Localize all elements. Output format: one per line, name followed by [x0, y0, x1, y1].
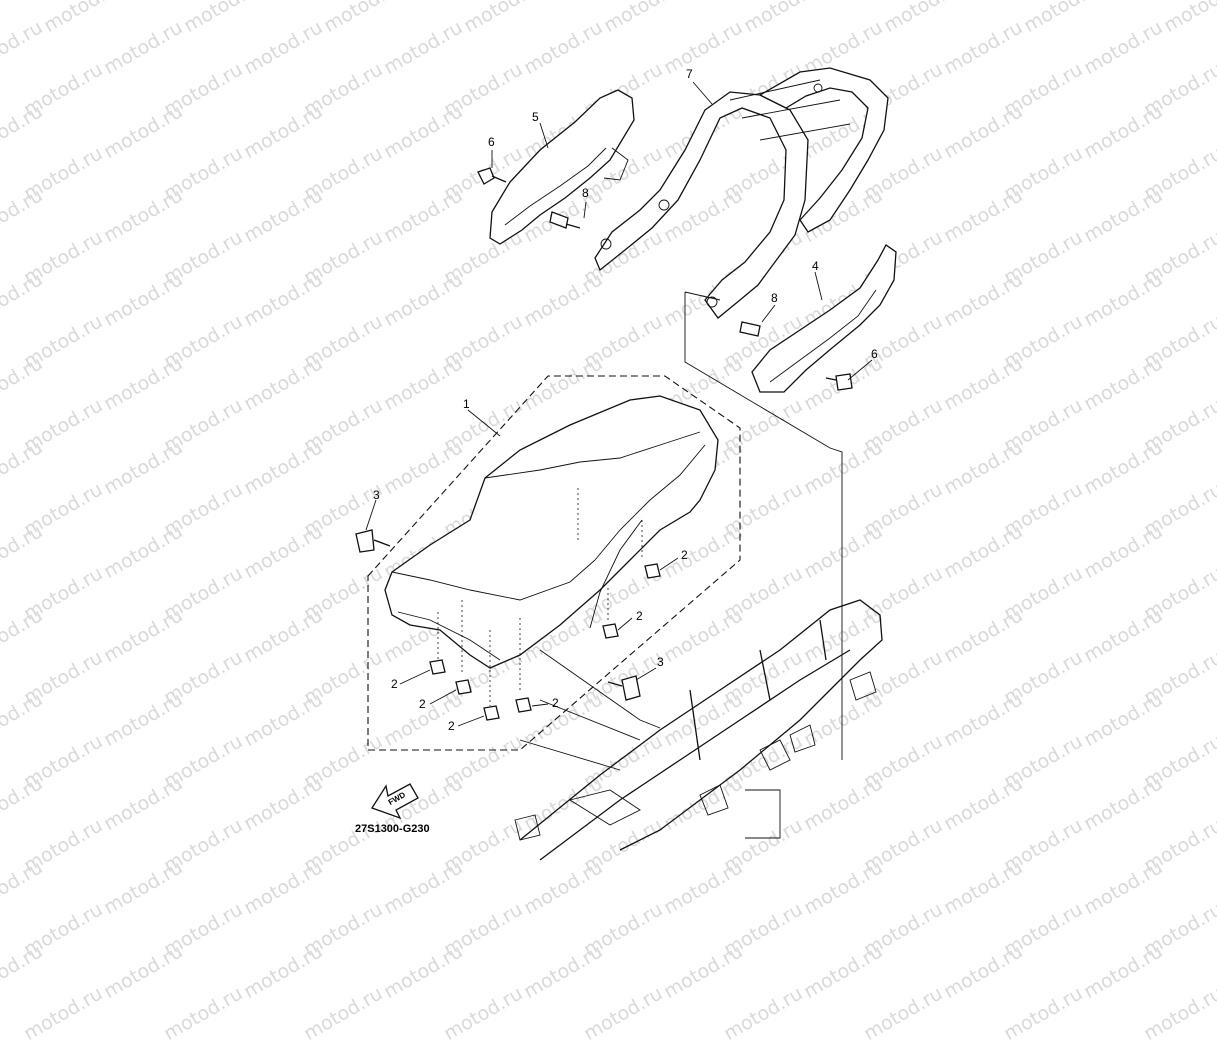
bolt-3-upper [355, 529, 391, 553]
watermark-text: motod.ru [100, 940, 187, 1004]
callout-2: 2 [391, 677, 398, 691]
seat [384, 395, 719, 669]
callout-6: 6 [488, 135, 495, 149]
callout-4: 4 [812, 259, 819, 273]
watermark-text: motod.ru [240, 940, 327, 1004]
fwd-arrow-icon [371, 783, 419, 820]
callout-7: 7 [686, 67, 693, 81]
watermark-text: motod.ru [300, 982, 387, 1045]
grab-bar [594, 67, 889, 319]
side-cover-left [489, 89, 635, 245]
collar-8-lower [739, 321, 761, 337]
watermark-text: motod.ru [660, 940, 747, 1004]
watermark-text: motod.ru [160, 982, 247, 1045]
diagram-drawing [355, 67, 897, 861]
dampers [429, 563, 661, 721]
frame [514, 599, 883, 861]
callout-6: 6 [871, 347, 878, 361]
callout-8: 8 [771, 291, 778, 305]
watermark-text: motod.ru [1080, 940, 1167, 1004]
callout-2: 2 [552, 696, 559, 710]
watermark-text: motod.ru [440, 982, 527, 1045]
callout-1: 1 [463, 397, 470, 411]
seat-assembly-boundary [367, 375, 741, 751]
watermark-text: motod.ru [1140, 982, 1217, 1045]
callout-3: 3 [373, 488, 380, 502]
callout-2: 2 [419, 697, 426, 711]
bolt-3-lower [607, 675, 641, 701]
callout-3: 3 [657, 655, 664, 669]
bolt-6-upper [477, 167, 507, 185]
callout-2: 2 [448, 719, 455, 733]
watermark-text: motod.ru [860, 982, 947, 1045]
diagram-code: 27S1300-G230 [355, 823, 430, 835]
watermark-text: motod.ru [580, 982, 667, 1045]
callout-8: 8 [582, 186, 589, 200]
watermark-text: motod.ru [800, 940, 887, 1004]
watermark-text: motod.ru [20, 982, 107, 1045]
watermark-text: motod.ru [520, 940, 607, 1004]
bolt-6-lower [825, 373, 853, 391]
watermark-text: motod.ru [380, 940, 467, 1004]
watermark-text: motod.ru [720, 982, 807, 1045]
side-cover-right [751, 244, 897, 393]
collar-8-upper [549, 211, 581, 229]
watermark-text: motod.ru [0, 940, 47, 1004]
callout-2: 2 [636, 609, 643, 623]
watermark-text: motod.ru [1000, 982, 1087, 1045]
callout-2: 2 [681, 548, 688, 562]
watermark-text: motod.ru [940, 940, 1027, 1004]
callout-5: 5 [532, 110, 539, 124]
